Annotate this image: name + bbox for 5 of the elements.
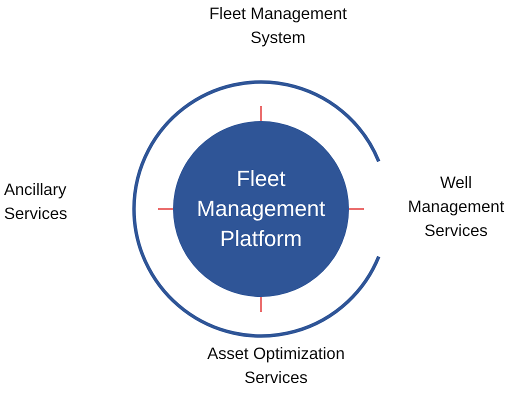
service-label: Asset Optimization Services bbox=[206, 344, 346, 389]
service-label: Ancillary Services bbox=[4, 180, 68, 225]
platform-title: Fleet Management Platform bbox=[196, 165, 326, 253]
service-label: Fleet Management System bbox=[208, 4, 348, 49]
service-label: Well Management Services bbox=[406, 173, 506, 242]
